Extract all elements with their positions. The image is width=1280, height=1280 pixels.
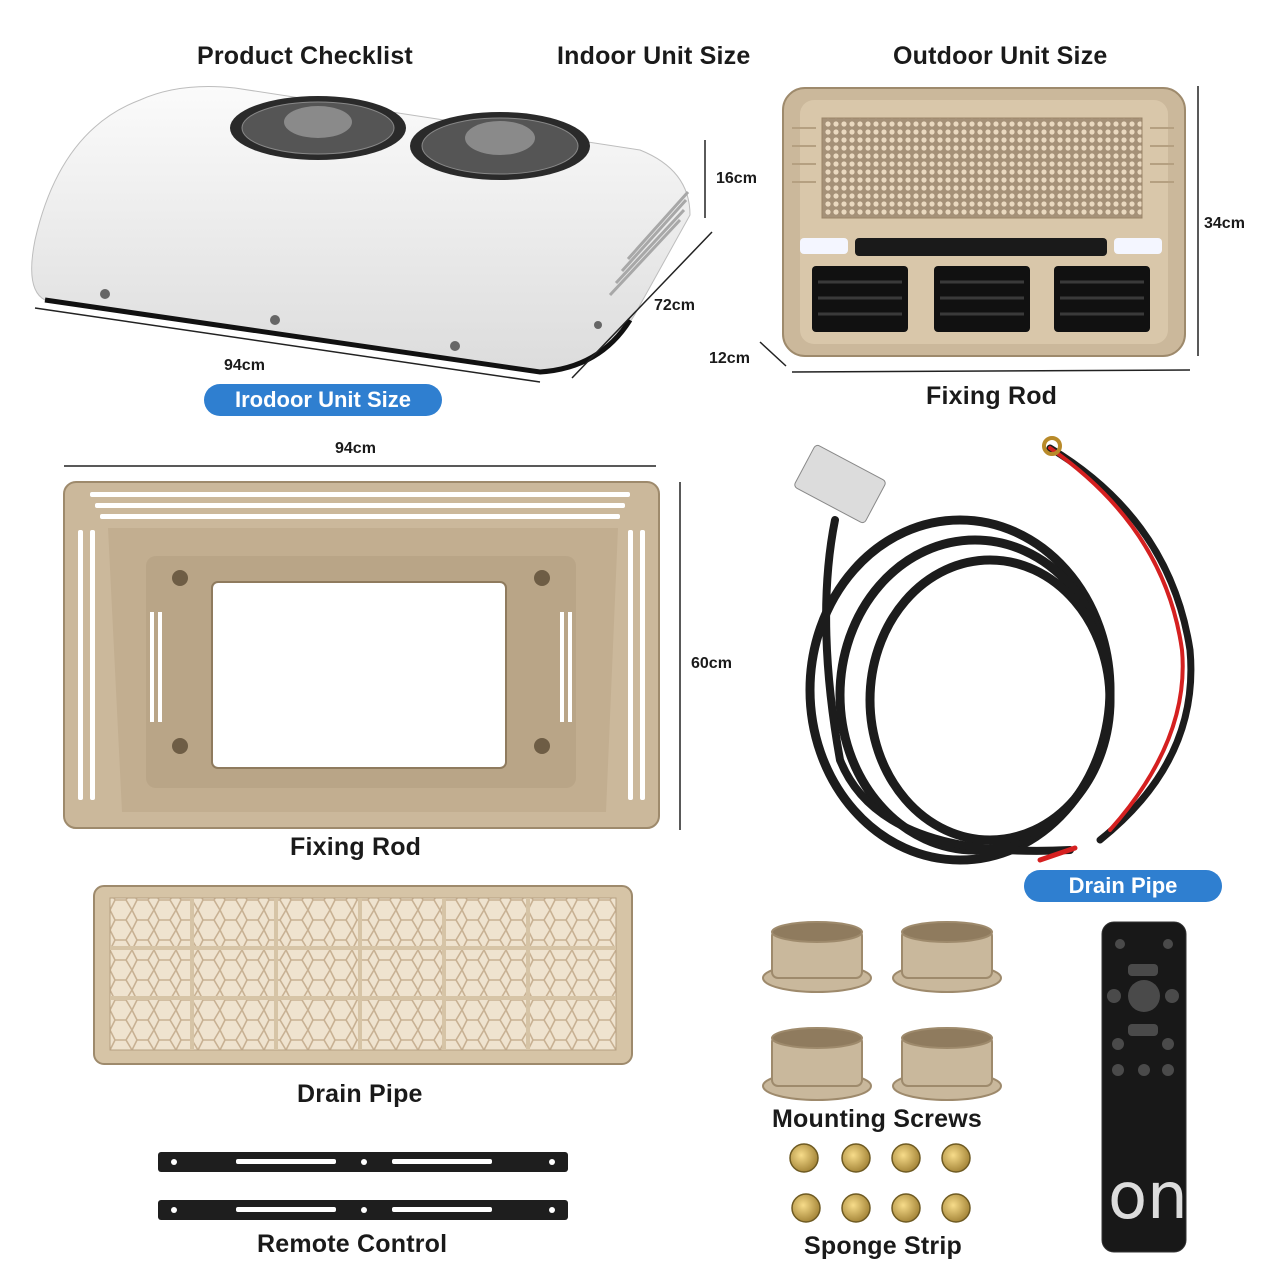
indoor-unit-size-badge: Irodoor Unit Size [204, 384, 442, 416]
frame-caption: Fixing Rod [290, 833, 422, 861]
anderson-connector [794, 444, 886, 524]
nuts-caption: Sponge Strip [804, 1232, 962, 1260]
outdoor-height-label: 34cm [1204, 215, 1245, 232]
indoor-depth-label: 72cm [654, 297, 695, 314]
indoor-unit-image [31, 86, 691, 375]
outdoor-depth-label: 12cm [709, 350, 750, 367]
frame-width-label: 94cm [335, 440, 376, 457]
indoor-dimension-lines [34, 140, 713, 383]
frame-height-label: 60cm [691, 655, 732, 672]
cable-badge: Drain Pipe [1024, 870, 1222, 902]
remote-control-image [1101, 921, 1187, 1253]
grommets-image [762, 921, 1002, 1101]
power-cable-image [805, 436, 1195, 865]
filter-image [93, 885, 633, 1065]
outdoor-dimension-lines [759, 86, 1199, 373]
outdoor-caption: Fixing Rod [926, 382, 1058, 410]
product-checklist-heading: Product Checklist [197, 42, 413, 70]
frame-dimension-lines [64, 465, 681, 830]
indoor-width-label: 94cm [224, 357, 265, 374]
rods-caption: Remote Control [257, 1230, 448, 1258]
nuts-image [789, 1143, 971, 1223]
mounting-frame-image [63, 481, 660, 829]
outdoor-unit-image [782, 87, 1186, 357]
indoor-height-label: 16cm [716, 170, 757, 187]
filter-caption: Drain Pipe [297, 1080, 423, 1108]
outdoor-unit-size-heading: Outdoor Unit Size [893, 42, 1108, 70]
fixing-rods-image [158, 1152, 568, 1220]
watermark-text: on [1108, 1160, 1188, 1234]
indoor-unit-size-heading: Indoor Unit Size [557, 42, 751, 70]
grommets-caption: Mounting Screws [772, 1105, 982, 1133]
